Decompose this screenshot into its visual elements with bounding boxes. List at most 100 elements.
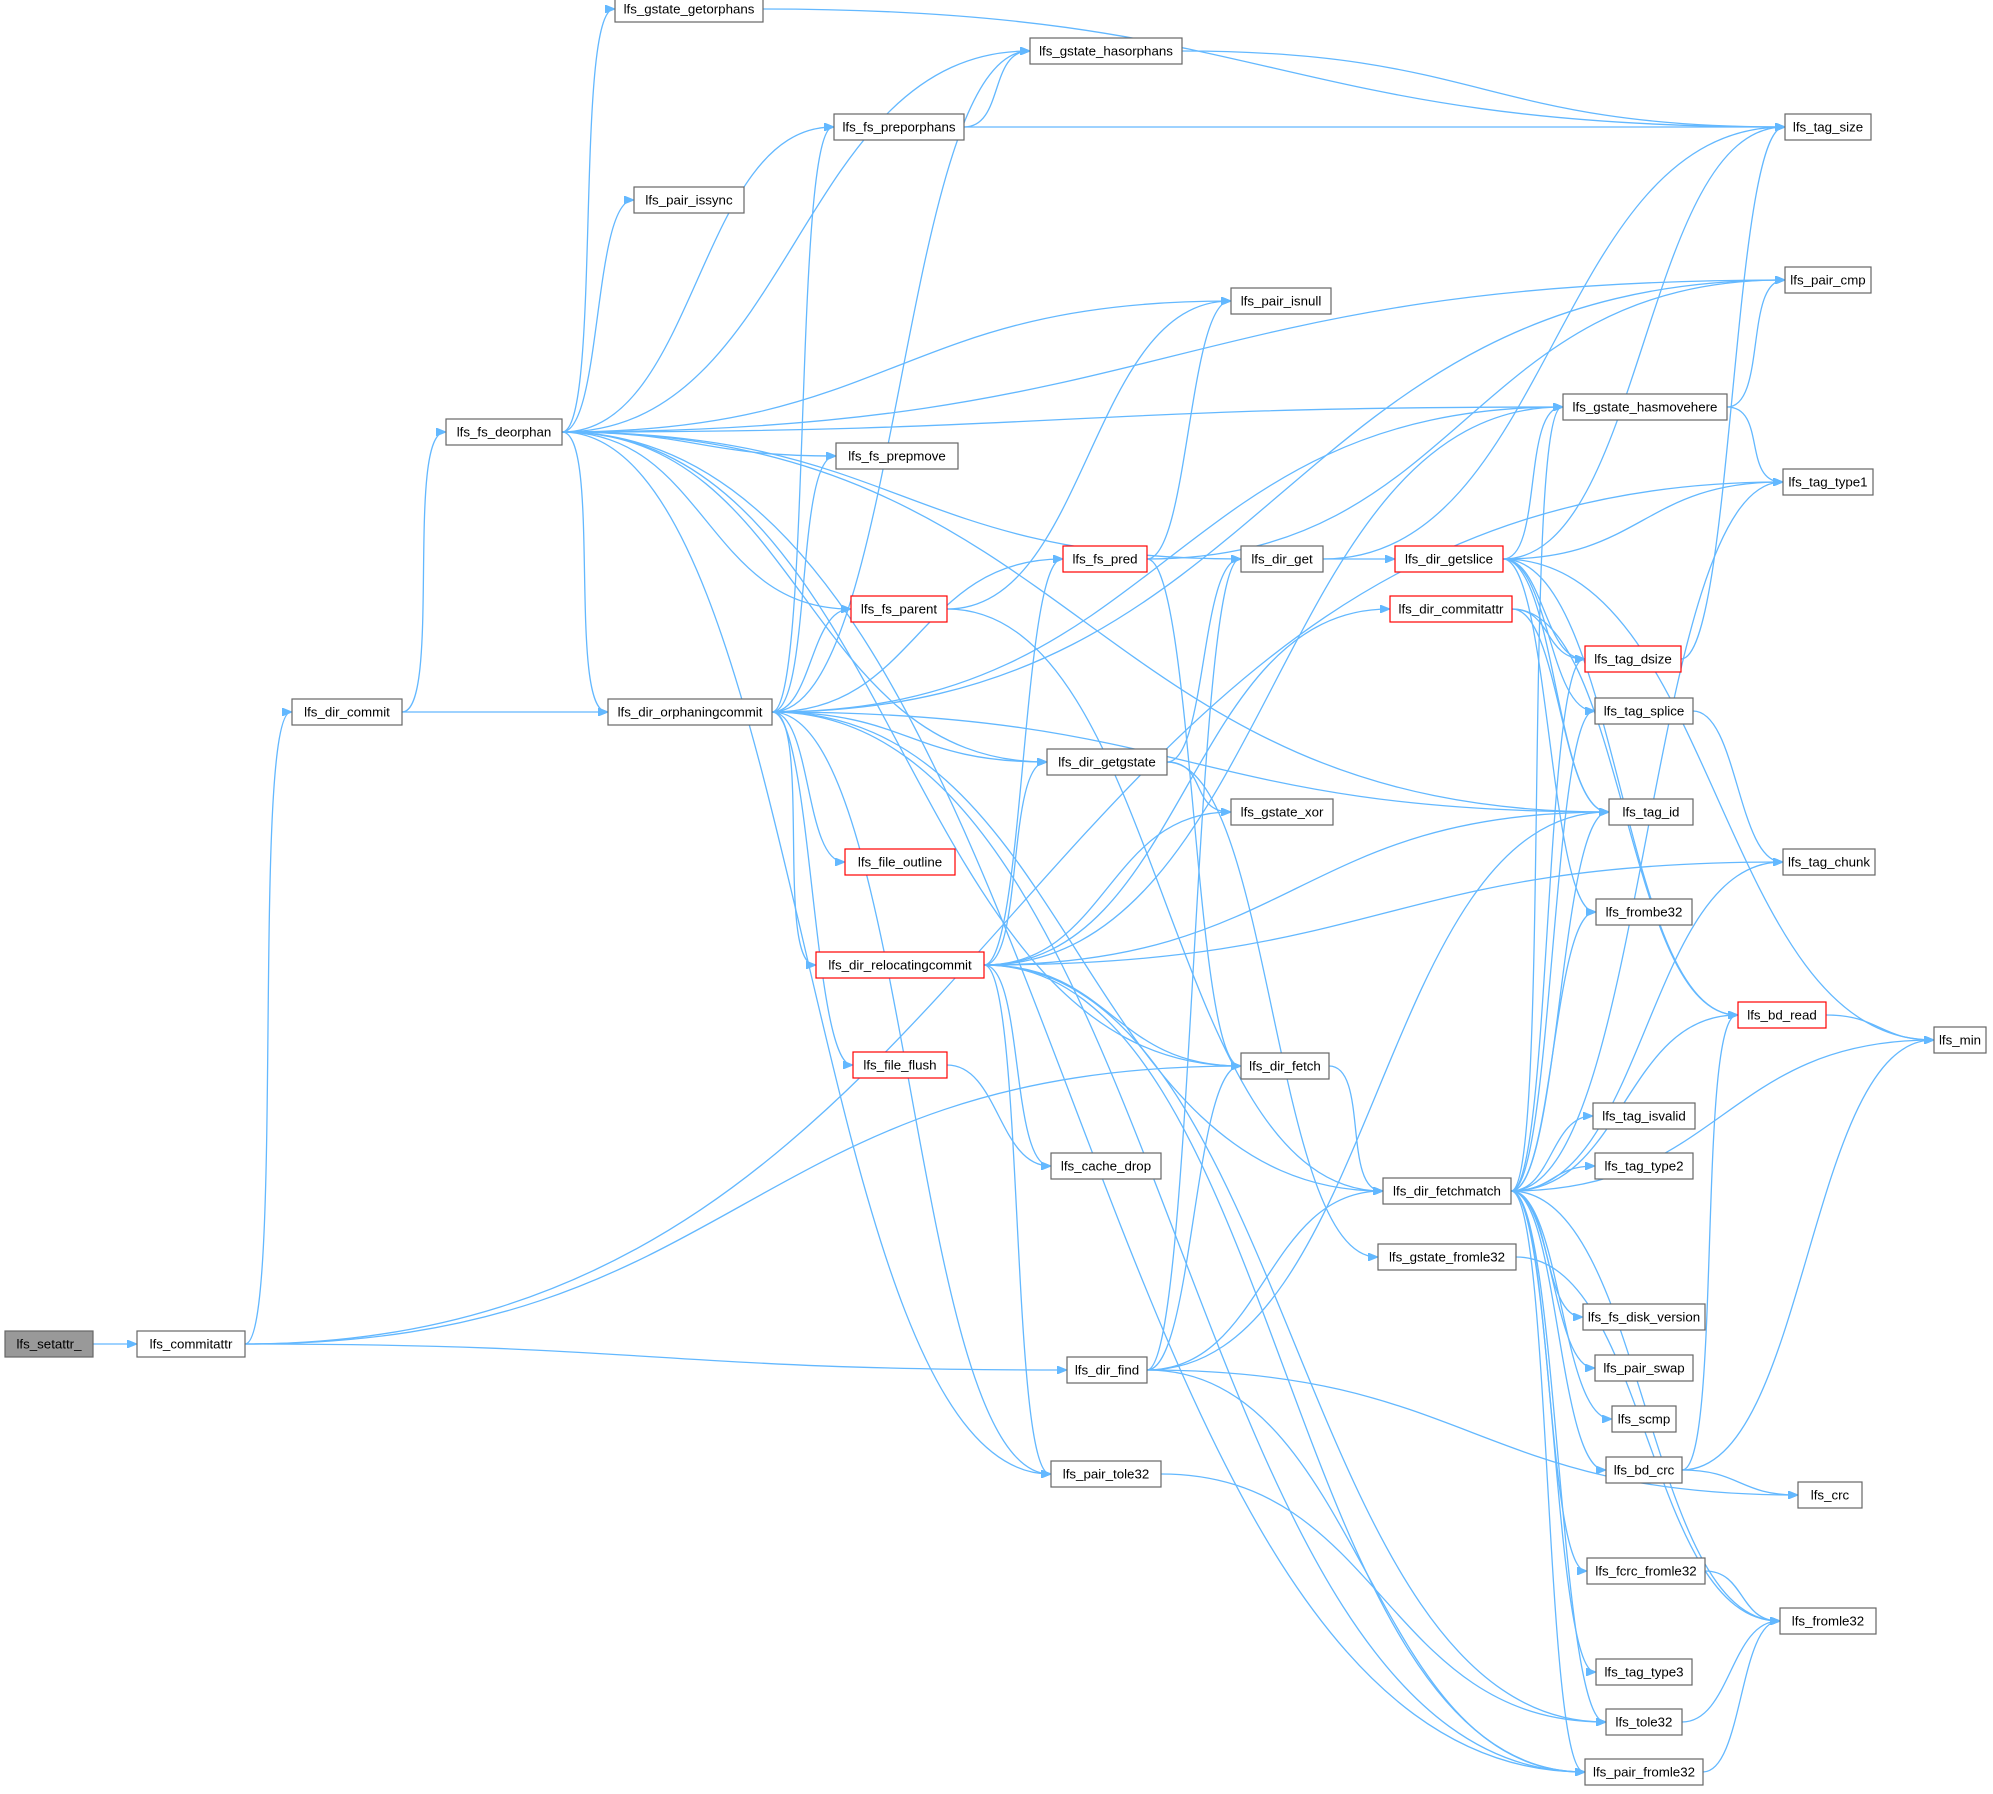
node-box-lfs_dir_relocatingcommit[interactable] (815, 951, 985, 979)
node-lfs_file_outline[interactable]: lfs_file_outline (844, 848, 956, 876)
node-lfs_pair_tole32[interactable]: lfs_pair_tole32 (1050, 1460, 1162, 1488)
node-lfs_dir_getgstate[interactable]: lfs_dir_getgstate (1046, 748, 1168, 776)
node-box-lfs_tag_size[interactable] (1784, 113, 1872, 141)
node-box-lfs_bd_read[interactable] (1737, 1001, 1827, 1029)
node-box-lfs_commitattr[interactable] (136, 1330, 246, 1358)
node-box-lfs_file_flush[interactable] (852, 1051, 948, 1079)
node-box-lfs_dir_orphaningcommit[interactable] (607, 698, 773, 726)
node-lfs_dir_commitattr[interactable]: lfs_dir_commitattr (1389, 595, 1513, 623)
node-lfs_tag_type1[interactable]: lfs_tag_type1 (1782, 468, 1874, 496)
node-lfs_setattr_[interactable]: lfs_setattr_ (4, 1330, 94, 1358)
node-box-lfs_min[interactable] (1933, 1026, 1987, 1054)
node-lfs_crc[interactable]: lfs_crc (1797, 1481, 1863, 1509)
node-lfs_frombe32[interactable]: lfs_frombe32 (1595, 898, 1693, 926)
node-lfs_dir_commit[interactable]: lfs_dir_commit (291, 698, 403, 726)
node-box-lfs_pair_swap[interactable] (1594, 1354, 1694, 1382)
node-box-lfs_gstate_getorphans[interactable] (614, 0, 764, 23)
node-box-lfs_dir_fetchmatch[interactable] (1382, 1177, 1512, 1205)
node-box-lfs_dir_getslice[interactable] (1394, 545, 1504, 573)
node-lfs_gstate_xor[interactable]: lfs_gstate_xor (1230, 798, 1334, 826)
node-lfs_fcrc_fromle32[interactable]: lfs_fcrc_fromle32 (1586, 1557, 1706, 1585)
node-lfs_tag_size[interactable]: lfs_tag_size (1784, 113, 1872, 141)
node-lfs_cache_drop[interactable]: lfs_cache_drop (1050, 1152, 1162, 1180)
node-box-lfs_pair_cmp[interactable] (1784, 266, 1872, 294)
node-box-lfs_fs_disk_version[interactable] (1582, 1303, 1706, 1331)
node-lfs_gstate_hasorphans[interactable]: lfs_gstate_hasorphans (1029, 37, 1183, 65)
node-lfs_fs_preporphans[interactable]: lfs_fs_preporphans (833, 113, 965, 141)
node-box-lfs_fs_prepmove[interactable] (835, 442, 959, 470)
node-lfs_fs_pred[interactable]: lfs_fs_pred (1062, 545, 1148, 573)
node-box-lfs_gstate_fromle32[interactable] (1377, 1243, 1517, 1271)
node-lfs_min[interactable]: lfs_min (1933, 1026, 1987, 1054)
node-box-lfs_dir_find[interactable] (1066, 1356, 1148, 1384)
node-box-lfs_cache_drop[interactable] (1050, 1152, 1162, 1180)
node-lfs_gstate_getorphans[interactable]: lfs_gstate_getorphans (614, 0, 764, 23)
node-lfs_file_flush[interactable]: lfs_file_flush (852, 1051, 948, 1079)
node-lfs_pair_swap[interactable]: lfs_pair_swap (1594, 1354, 1694, 1382)
node-lfs_gstate_hasmovehere[interactable]: lfs_gstate_hasmovehere (1562, 393, 1728, 421)
node-box-lfs_fromle32[interactable] (1779, 1607, 1877, 1635)
node-box-lfs_tag_type2[interactable] (1594, 1152, 1694, 1180)
node-lfs_dir_fetchmatch[interactable]: lfs_dir_fetchmatch (1382, 1177, 1512, 1205)
node-lfs_fs_parent[interactable]: lfs_fs_parent (850, 595, 948, 623)
node-lfs_commitattr[interactable]: lfs_commitattr (136, 1330, 246, 1358)
node-box-lfs_fs_preporphans[interactable] (833, 113, 965, 141)
node-lfs_pair_cmp[interactable]: lfs_pair_cmp (1784, 266, 1872, 294)
node-lfs_dir_get[interactable]: lfs_dir_get (1240, 545, 1324, 573)
node-box-lfs_dir_commitattr[interactable] (1389, 595, 1513, 623)
node-lfs_tag_type3[interactable]: lfs_tag_type3 (1595, 1658, 1693, 1686)
node-box-lfs_scmp[interactable] (1611, 1405, 1677, 1433)
node-lfs_bd_crc[interactable]: lfs_bd_crc (1605, 1456, 1683, 1484)
node-box-lfs_fs_deorphan[interactable] (445, 418, 563, 446)
node-lfs_pair_issync[interactable]: lfs_pair_issync (633, 186, 745, 214)
node-lfs_dir_orphaningcommit[interactable]: lfs_dir_orphaningcommit (607, 698, 773, 726)
node-box-lfs_tag_splice[interactable] (1594, 697, 1694, 725)
node-box-lfs_bd_crc[interactable] (1605, 1456, 1683, 1484)
node-lfs_tag_chunk[interactable]: lfs_tag_chunk (1782, 848, 1876, 876)
node-lfs_scmp[interactable]: lfs_scmp (1611, 1405, 1677, 1433)
node-box-lfs_dir_commit[interactable] (291, 698, 403, 726)
node-lfs_tag_isvalid[interactable]: lfs_tag_isvalid (1592, 1102, 1696, 1130)
node-box-lfs_dir_getgstate[interactable] (1046, 748, 1168, 776)
node-box-lfs_tag_dsize[interactable] (1584, 645, 1682, 673)
node-lfs_fs_prepmove[interactable]: lfs_fs_prepmove (835, 442, 959, 470)
node-box-lfs_file_outline[interactable] (844, 848, 956, 876)
node-lfs_dir_find[interactable]: lfs_dir_find (1066, 1356, 1148, 1384)
node-box-lfs_dir_fetch[interactable] (1240, 1052, 1330, 1080)
node-lfs_tag_id[interactable]: lfs_tag_id (1608, 798, 1694, 826)
node-lfs_dir_fetch[interactable]: lfs_dir_fetch (1240, 1052, 1330, 1080)
node-lfs_tag_splice[interactable]: lfs_tag_splice (1594, 697, 1694, 725)
node-lfs_gstate_fromle32[interactable]: lfs_gstate_fromle32 (1377, 1243, 1517, 1271)
node-box-lfs_gstate_xor[interactable] (1230, 798, 1334, 826)
node-box-lfs_tag_type1[interactable] (1782, 468, 1874, 496)
node-lfs_pair_isnull[interactable]: lfs_pair_isnull (1230, 287, 1332, 315)
node-lfs_dir_getslice[interactable]: lfs_dir_getslice (1394, 545, 1504, 573)
node-box-lfs_dir_get[interactable] (1240, 545, 1324, 573)
node-box-lfs_setattr_[interactable] (4, 1330, 94, 1358)
node-box-lfs_pair_fromle32[interactable] (1584, 1758, 1704, 1786)
node-box-lfs_tag_isvalid[interactable] (1592, 1102, 1696, 1130)
node-box-lfs_tole32[interactable] (1605, 1708, 1683, 1736)
node-lfs_tag_type2[interactable]: lfs_tag_type2 (1594, 1152, 1694, 1180)
node-box-lfs_gstate_hasorphans[interactable] (1029, 37, 1183, 65)
node-box-lfs_fs_parent[interactable] (850, 595, 948, 623)
node-box-lfs_pair_isnull[interactable] (1230, 287, 1332, 315)
node-box-lfs_tag_chunk[interactable] (1782, 848, 1876, 876)
node-lfs_fs_disk_version[interactable]: lfs_fs_disk_version (1582, 1303, 1706, 1331)
node-lfs_tag_dsize[interactable]: lfs_tag_dsize (1584, 645, 1682, 673)
node-box-lfs_gstate_hasmovehere[interactable] (1562, 393, 1728, 421)
node-box-lfs_tag_id[interactable] (1608, 798, 1694, 826)
node-box-lfs_tag_type3[interactable] (1595, 1658, 1693, 1686)
node-box-lfs_fcrc_fromle32[interactable] (1586, 1557, 1706, 1585)
node-lfs_bd_read[interactable]: lfs_bd_read (1737, 1001, 1827, 1029)
node-lfs_fs_deorphan[interactable]: lfs_fs_deorphan (445, 418, 563, 446)
node-lfs_dir_relocatingcommit[interactable]: lfs_dir_relocatingcommit (815, 951, 985, 979)
node-lfs_pair_fromle32[interactable]: lfs_pair_fromle32 (1584, 1758, 1704, 1786)
node-lfs_tole32[interactable]: lfs_tole32 (1605, 1708, 1683, 1736)
node-box-lfs_pair_issync[interactable] (633, 186, 745, 214)
node-box-lfs_fs_pred[interactable] (1062, 545, 1148, 573)
node-lfs_fromle32[interactable]: lfs_fromle32 (1779, 1607, 1877, 1635)
node-box-lfs_pair_tole32[interactable] (1050, 1460, 1162, 1488)
node-box-lfs_frombe32[interactable] (1595, 898, 1693, 926)
node-box-lfs_crc[interactable] (1797, 1481, 1863, 1509)
